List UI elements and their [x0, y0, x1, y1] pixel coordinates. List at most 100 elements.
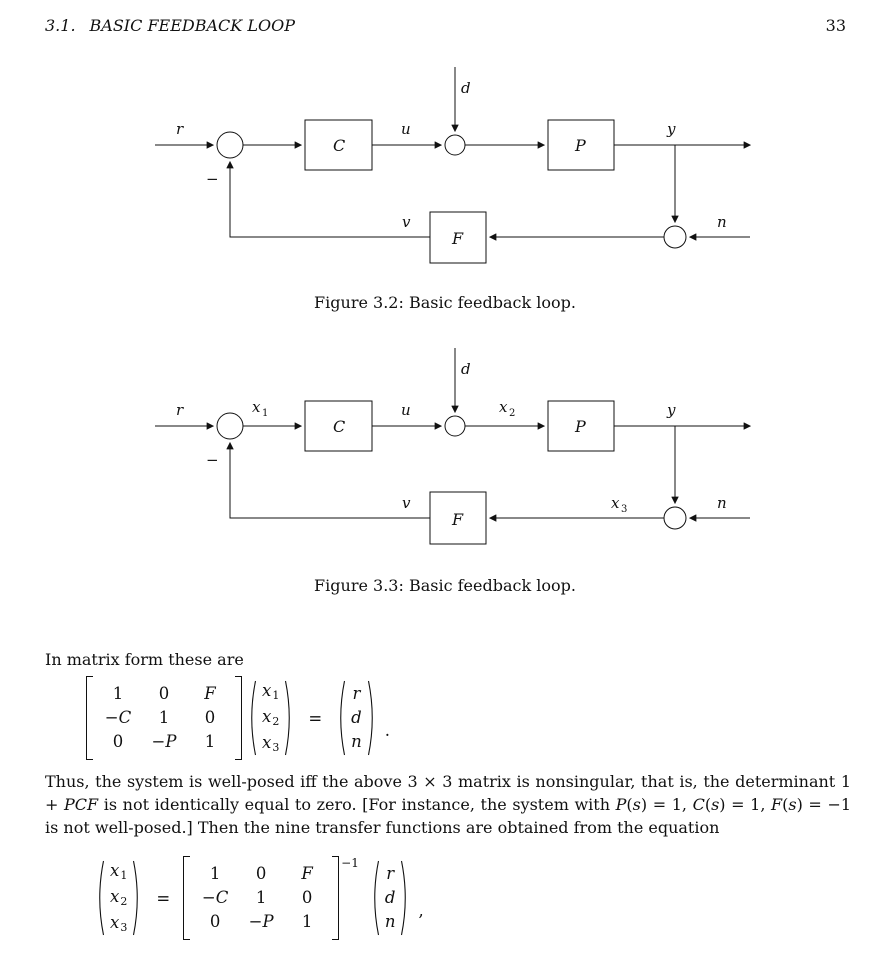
vector-entry: n	[351, 732, 362, 751]
summing-junction-input	[216, 131, 244, 159]
equation-period: .	[384, 720, 391, 740]
label-x2: x	[499, 398, 508, 416]
matrix-cell: −P	[151, 732, 177, 751]
vector-entry-base: x	[262, 681, 272, 700]
vector-entry: d	[351, 708, 362, 727]
label-F: F	[451, 510, 464, 529]
paragraph-run: ) = −1 is not well-posed.] Then the nine…	[45, 795, 852, 837]
vector-entry-base: x	[110, 861, 120, 880]
block-P-box	[547, 400, 615, 452]
page-header: 3.1. BASIC FEEDBACK LOOP 33	[45, 16, 846, 35]
state-vector: x1 x2 x3	[257, 676, 284, 760]
figure-3-2-diagram: r − C u d P y n F v	[155, 67, 752, 264]
right-paren	[367, 680, 373, 756]
label-u: u	[401, 120, 411, 138]
matrix-cell: 1	[158, 708, 170, 727]
left-bracket	[86, 676, 93, 760]
page-number: 33	[825, 16, 846, 35]
vector-entry: x1	[262, 679, 279, 705]
figure-3-2-caption: Figure 3.2: Basic feedback loop.	[314, 293, 576, 312]
input-vector: r d n	[346, 679, 367, 757]
fig32-wires	[155, 67, 752, 241]
block-C-box	[304, 400, 373, 452]
vector-entry: x3	[262, 731, 279, 757]
intro-text: In matrix form these are	[45, 650, 244, 669]
matrix-cell: 1	[301, 912, 313, 931]
vector-entry: d	[384, 888, 396, 907]
right-paren	[285, 680, 291, 756]
matrix-cell: 0	[112, 732, 124, 751]
left-paren	[374, 860, 379, 936]
label-d: d	[461, 360, 471, 378]
section-header: 3.1. BASIC FEEDBACK LOOP	[45, 16, 295, 35]
vector-entry-sub: 3	[120, 921, 128, 934]
summing-junction-noise	[663, 506, 687, 530]
right-paren	[401, 860, 407, 936]
vector-entry: r	[386, 864, 395, 883]
vector-entry-base: x	[262, 733, 272, 752]
left-paren	[340, 680, 346, 756]
vector-entry: x2	[110, 885, 127, 911]
label-C: C	[333, 417, 345, 436]
equation-comma: ,	[418, 900, 424, 920]
right-paren	[133, 860, 139, 936]
equals-sign: =	[156, 888, 171, 908]
label-v: v	[402, 494, 411, 512]
paragraph-run: (	[626, 795, 633, 814]
block-F-box	[429, 491, 487, 545]
equals-sign: =	[308, 708, 323, 728]
block-F-box	[429, 211, 487, 264]
label-d: d	[461, 79, 471, 97]
vector-entry: x2	[262, 705, 279, 731]
inverse-exponent: −1	[341, 856, 359, 870]
matrix-cell: −P	[248, 912, 274, 931]
matrix-cell: 0	[209, 912, 221, 931]
vector-entry-sub: 2	[272, 715, 280, 728]
paragraph-run: s	[711, 795, 720, 814]
paragraph-run: F	[771, 795, 783, 814]
label-r: r	[176, 120, 184, 138]
figure-3-3-diagram: r − x 1 C u d x 2 P y n x 3 F v	[155, 348, 752, 545]
label-u: u	[401, 401, 411, 419]
matrix-cell: 1	[112, 684, 124, 703]
vector-entry: x3	[110, 911, 127, 937]
label-n: n	[717, 494, 727, 512]
section-title: BASIC FEEDBACK LOOP	[89, 16, 295, 35]
vector-entry-base: x	[110, 913, 120, 932]
label-F: F	[451, 229, 464, 248]
section-number: 3.1.	[45, 16, 76, 35]
minus-sign: −	[206, 451, 219, 469]
summing-junction-disturbance	[444, 134, 466, 156]
paragraph-run: (	[704, 795, 712, 814]
matrix-cell: 1	[204, 732, 216, 751]
label-n: n	[717, 213, 727, 231]
label-x1: x	[252, 398, 261, 416]
vector-entry: r	[352, 684, 361, 703]
vector-entry-base: x	[110, 887, 120, 906]
vector-entry-sub: 1	[272, 689, 280, 702]
label-x1-sub: 1	[262, 408, 268, 419]
left-bracket	[183, 856, 191, 940]
paragraph-run: is not identically equal to zero. [For i…	[98, 795, 616, 814]
matrix-cell: F	[301, 864, 313, 883]
summing-junction-noise	[663, 225, 687, 249]
label-x3-sub: 3	[621, 504, 627, 515]
paragraph-run: PCF	[64, 795, 99, 814]
matrix-row: 0 −P 1	[95, 730, 233, 754]
vector-entry-sub: 1	[120, 869, 128, 882]
fig33-wires	[155, 348, 752, 522]
matrix-cell: 1	[209, 864, 221, 883]
label-C: C	[333, 136, 345, 155]
label-P: P	[574, 417, 586, 436]
left-paren	[251, 680, 257, 756]
block-P-box	[547, 119, 615, 171]
left-paren	[99, 860, 105, 936]
